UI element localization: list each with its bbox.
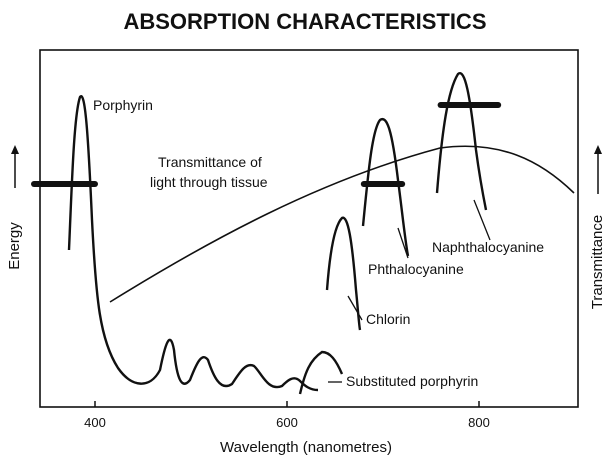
series-phthalocyanine-leader	[397, 227, 409, 259]
series-transmittance-label-line1: Transmittance of	[158, 154, 262, 170]
y-axis-left-arrow-head	[11, 145, 19, 154]
wavelength-bands	[31, 102, 502, 187]
series-phthalocyanine-curve	[361, 117, 410, 257]
series-chlorin-label: Chlorin	[366, 311, 410, 327]
chart-title: ABSORPTION CHARACTERISTICS	[123, 9, 486, 34]
series-phthalocyanine-label: Phthalocyanine	[368, 261, 464, 277]
y-axis-left: Energy	[6, 145, 23, 270]
series-porphyrin-curve	[67, 95, 319, 392]
series-naphthalocyanine-label: Naphthalocyanine	[432, 239, 544, 255]
series-substituted-porphyrin-label: Substituted porphyrin	[346, 373, 478, 389]
x-axis-label: Wavelength (nanometres)	[220, 439, 392, 456]
y-axis-right-arrow-head	[594, 145, 602, 154]
y-axis-right: Transmittance	[589, 145, 606, 309]
series-transmittance-label-line2: light through tissue	[150, 174, 268, 190]
x-tick-label-600: 600	[276, 415, 298, 430]
plot-frame	[39, 49, 579, 408]
x-tick-label-400: 400	[84, 415, 106, 430]
series-chlorin-leader	[347, 295, 363, 321]
series-chlorin-curve	[325, 216, 362, 331]
y-axis-left-label: Energy	[6, 222, 23, 270]
series-porphyrin-label: Porphyrin	[93, 97, 153, 113]
series-naphthalocyanine-leader	[473, 199, 491, 241]
series-substituted-porphyrin-curve	[298, 350, 344, 395]
y-axis-right-label: Transmittance	[589, 215, 606, 309]
x-tick-label-800: 800	[468, 415, 490, 430]
series-naphthalocyanine-curve	[435, 71, 488, 211]
x-axis-ticks: 400 600 800	[84, 401, 490, 430]
